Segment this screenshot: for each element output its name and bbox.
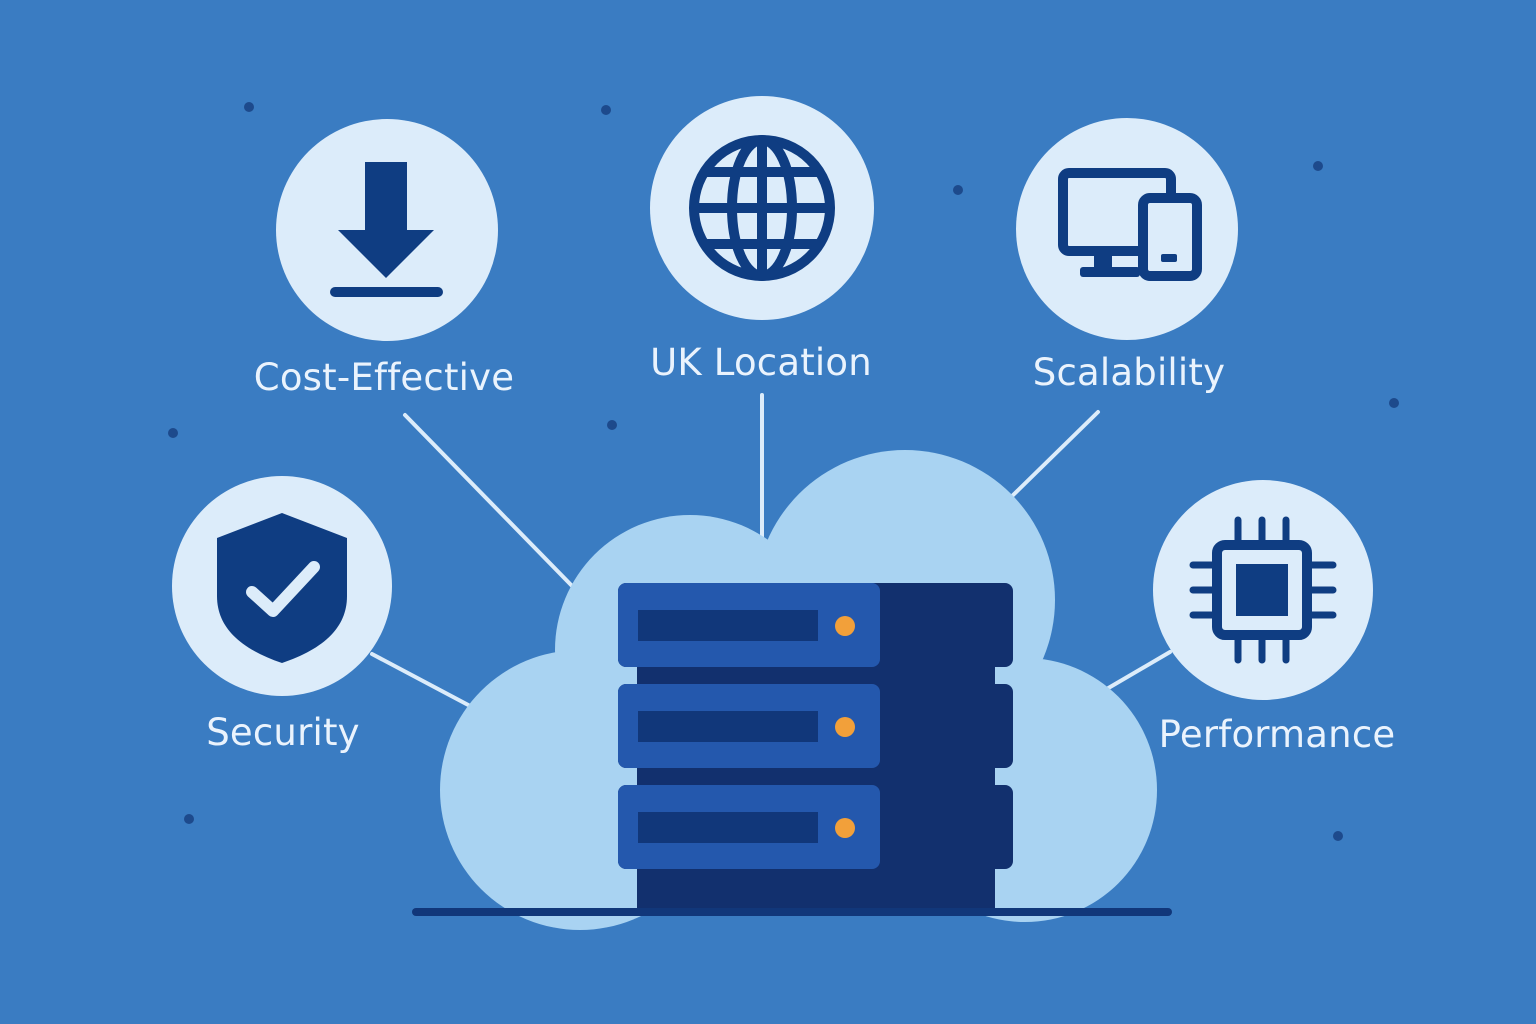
- feature-node-perf: [1153, 480, 1373, 700]
- dot: [1333, 831, 1343, 841]
- cpu-chip-icon: [1189, 516, 1337, 664]
- feature-node-sec: [172, 476, 392, 696]
- dot: [184, 814, 194, 824]
- feature-label-uk: UK Location: [650, 341, 872, 384]
- feature-label-performance: Performance: [1158, 713, 1396, 756]
- dot: [601, 105, 611, 115]
- dot: [1313, 161, 1323, 171]
- shield-check-icon: [217, 513, 347, 663]
- devices-icon: [1058, 168, 1202, 281]
- ground-line: [412, 908, 1172, 916]
- connector-sec: [370, 652, 474, 709]
- dot: [1389, 398, 1399, 408]
- server-unit: [618, 785, 1013, 869]
- dot: [168, 428, 178, 438]
- feature-label-security: Security: [206, 711, 360, 754]
- connector-cost: [403, 413, 578, 592]
- connector-perf: [1103, 650, 1172, 692]
- feature-label-scalability: Scalability: [1032, 351, 1226, 394]
- dot: [244, 102, 254, 112]
- feature-circle: [1016, 118, 1238, 340]
- feature-node-scal: [1016, 118, 1238, 340]
- download-icon: [330, 162, 443, 297]
- feature-node-uk: [650, 96, 874, 320]
- server-stack-icon: [618, 583, 1013, 910]
- decorative-dots: [168, 102, 1399, 841]
- dot: [953, 185, 963, 195]
- connector-lines: [370, 393, 1172, 709]
- server-unit: [618, 583, 1013, 667]
- globe-icon: [689, 135, 835, 281]
- server-unit: [618, 684, 1013, 768]
- feature-node-cost: [276, 119, 498, 341]
- feature-label-cost: Cost-Effective: [253, 356, 515, 399]
- dot: [607, 420, 617, 430]
- connector-scal: [1003, 410, 1100, 505]
